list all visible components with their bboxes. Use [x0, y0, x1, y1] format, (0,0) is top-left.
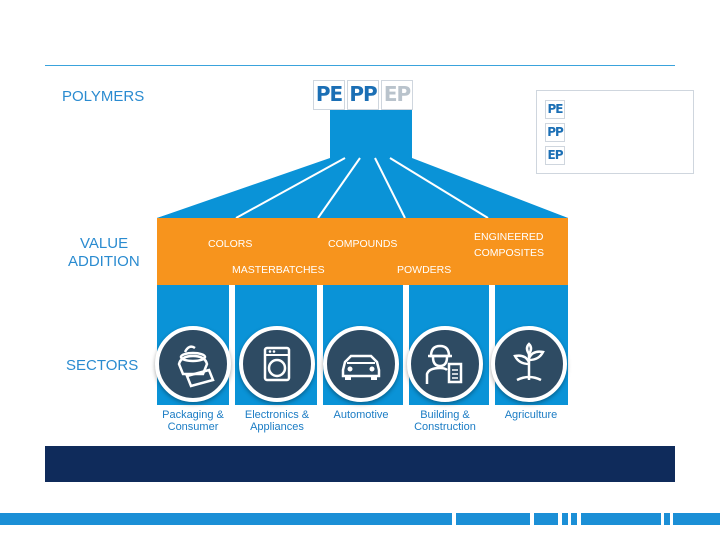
bottom-stripe [664, 513, 670, 525]
worker-icon [425, 344, 463, 384]
plant-icon [513, 342, 545, 382]
colors-label: COLORS [208, 238, 253, 250]
automotive-circle [323, 326, 399, 402]
bottom-stripe [581, 513, 661, 525]
pp-badge: PP [347, 80, 379, 110]
sector-label-electronics: Electronics & Appliances [232, 409, 322, 433]
funnel-branch-fill [157, 162, 568, 218]
sector-label-agriculture: Agriculture [486, 409, 576, 421]
funnel-trunk [330, 110, 412, 162]
bottom-stripe [534, 513, 558, 525]
washing-machine-icon [263, 346, 291, 382]
polymers-label: POLYMERS [62, 88, 145, 105]
legend-box: PE PP EP [536, 90, 694, 174]
polymer-funnel [157, 110, 568, 219]
bottom-stripe [673, 513, 720, 525]
sector-label-line2: Consumer [167, 421, 219, 433]
sector-label-line1: Agriculture [504, 409, 558, 421]
packaging-circle [155, 326, 231, 402]
sector-label-line2: Appliances [250, 421, 304, 433]
sector-label-packaging: Packaging & Consumer [148, 409, 238, 433]
value-addition-label-line2: ADDITION [68, 253, 140, 270]
legend-pe-badge: PE [545, 100, 565, 119]
sector-label-automotive: Automotive [316, 409, 406, 421]
composites-label: COMPOSITES [474, 247, 545, 259]
sector-label-building: Building & Construction [400, 409, 490, 433]
compounds-label: COMPOUNDS [328, 238, 398, 250]
sector-label-line1: Electronics & [244, 409, 310, 421]
bottom-stripe [456, 513, 530, 525]
building-circle [407, 326, 483, 402]
footer-banner [45, 446, 675, 482]
sector-label-line1: Packaging & [162, 409, 224, 421]
legend-ep-badge: EP [545, 146, 565, 165]
engineered-label: ENGINEERED [474, 231, 544, 243]
agriculture-circle [491, 326, 567, 402]
value-addition-label-line1: VALUE [80, 235, 129, 252]
bottom-stripe [562, 513, 568, 525]
sector-label-line1: Building & [420, 409, 470, 421]
ep-badge: EP [381, 80, 413, 110]
powders-label: POWDERS [397, 264, 452, 276]
sector-label-line2: Construction [414, 421, 476, 433]
sector-label-line1: Automotive [333, 409, 389, 421]
value-addition-band [157, 218, 568, 285]
bottom-stripe [571, 513, 577, 525]
packaging-icon [177, 345, 215, 388]
electronics-circle [239, 326, 315, 402]
bottom-stripe [0, 513, 452, 525]
legend-pp-badge: PP [545, 123, 565, 142]
pe-badge: PE [313, 80, 345, 110]
top-divider [45, 65, 675, 66]
car-icon [341, 354, 381, 380]
masterbatches-label: MASTERBATCHES [232, 264, 325, 276]
sectors-label: SECTORS [66, 357, 139, 374]
